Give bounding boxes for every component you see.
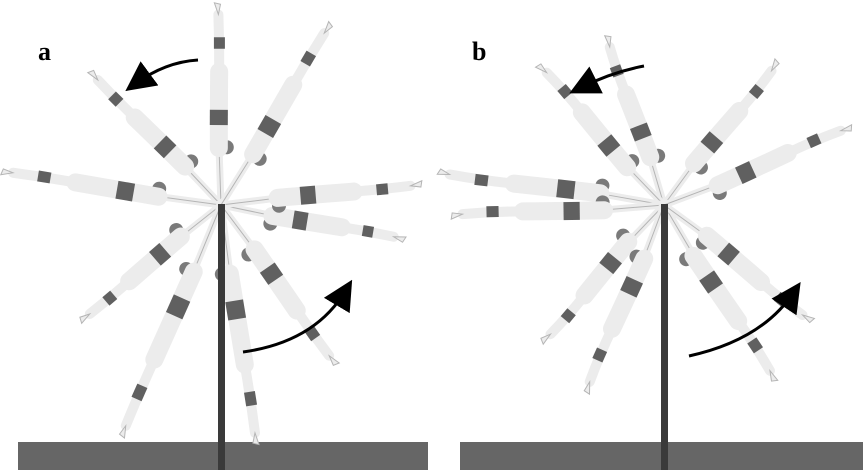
high-bar — [661, 204, 668, 470]
gymnast-figure-icon — [203, 2, 238, 205]
gymnast-figure-icon — [655, 193, 778, 397]
panel-b-canvas: b — [432, 0, 863, 470]
gymnast-figure-icon — [584, 197, 664, 400]
rotation-arrow-icon — [135, 60, 198, 84]
gymnast-figure-icon — [207, 22, 353, 212]
gymnast-figures — [437, 29, 861, 400]
panel-label: b — [472, 37, 486, 66]
gymnast-figures — [0, 2, 423, 447]
panel-a-canvas: a — [0, 0, 432, 470]
high-bar — [218, 204, 225, 470]
gymnast-figure-icon — [65, 195, 231, 323]
panel-label: a — [38, 37, 51, 66]
panel-b: b — [432, 0, 863, 470]
panel-a: a — [0, 0, 432, 470]
